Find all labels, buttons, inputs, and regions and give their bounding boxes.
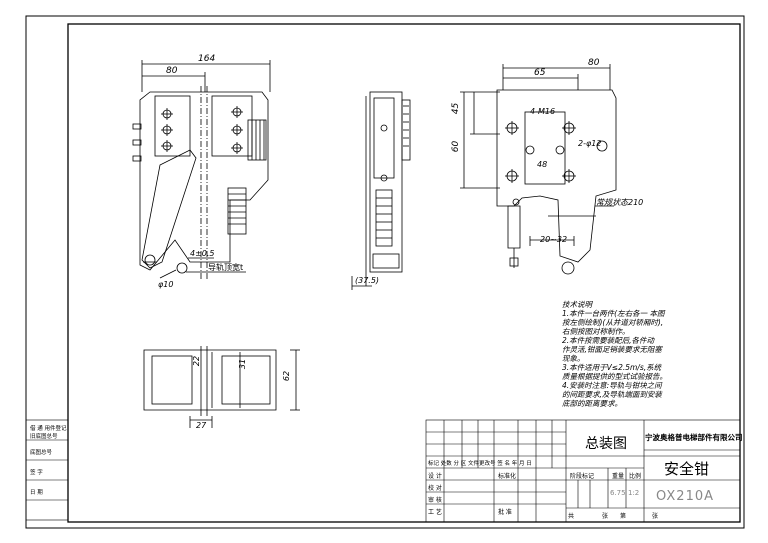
review-label: 审 核 [428,497,442,504]
note-line: 1.本件一台两件(左右各一 本图 [562,309,665,318]
note-line: 按左侧绘制)(从井道对轿厢时), [562,318,664,327]
note-line: 底部的距离要求。 [562,399,622,408]
company-name: 宁波奥格普电梯部件有限公司 [645,433,743,442]
dim-37-5: (37.5) [355,276,380,285]
sheet-label: 张 [652,513,659,520]
dim-80-left: 80 [166,66,178,76]
dim-164: 164 [198,54,216,64]
dim-4-tolerance: 4±0.5 [190,249,215,258]
check-label: 校 对 [428,485,442,492]
dim-65: 65 [534,68,546,78]
dim-45: 45 [451,102,462,115]
side-view [351,91,411,290]
total-label: 共 [568,513,575,520]
revision-header-row: 标记 处数 分 区 文件更改号 签 名 年 月 日 [428,461,532,467]
note-line: 作灵活,钳面足销装要求无阻塞 [562,345,662,354]
side-label-old-base: 旧底图总号 [30,434,58,440]
scale-value: 1:2 [628,489,640,497]
dim-4-m16: 4-M16 [530,107,556,116]
right-view [460,64,617,275]
front-view [132,60,271,280]
process-label: 工 艺 [428,509,442,516]
note-line: 3.本件适用于V≤2.5m/s,系统 [562,363,662,372]
note-line: 2.本件按需要装配后,各件动 [562,336,655,345]
technical-notes: 技术说明 1.本件一台两件(左右各一 本图 按左侧绘制)(从井道对轿厢时), 右… [562,300,694,408]
dim-60: 60 [451,140,462,153]
standardize-label: 标准化 [498,473,517,480]
dim-20-32: 20~32 [540,235,568,244]
side-label-borrowed: 借 通 用件登记 [30,426,67,432]
dim-31: 31 [238,358,248,370]
dim-2-phi12: 2-φ12 [578,139,602,148]
stage-mark-label: 阶段标记 [570,473,595,480]
note-line: 质量根据提供的型式试验报告。 [562,372,667,381]
side-label-base-no: 底图总号 [30,450,53,456]
dim-27: 27 [196,421,207,430]
dim-22: 22 [192,355,202,367]
side-label-signature: 签 字 [30,470,43,476]
note-line: 现象。 [562,354,585,363]
weight-label: 重量 [612,473,625,480]
note-line: 的间距要求,及导轨端面到安装 [562,390,662,399]
normal-state-label: 常规状态210 [596,198,644,207]
inner-border [67,23,741,523]
sheets-label: 张 [602,513,609,520]
approve-label: 批 准 [498,509,512,516]
dim-48: 48 [537,160,548,169]
scale-label: 比例 [629,473,642,480]
notes-title: 技术说明 [562,300,592,309]
note-line: 4.安装时注意:导轨与钳块之间 [562,381,662,390]
design-label: 设 计 [428,473,442,480]
outer-border [25,15,745,529]
dim-80-right: 80 [588,58,600,68]
sheet-no-label: 第 [620,513,627,520]
note-line: 右侧按图对称制作。 [562,327,630,336]
dim-guide-rail-width: 导轨顶宽t [208,263,244,272]
title-block [425,419,741,523]
top-view [143,346,300,428]
drawing-number: OX210A [656,489,715,504]
binding-table [25,419,69,521]
drawing-title: 总装图 [585,436,627,452]
side-label-date: 日 期 [30,490,43,496]
weight-value: 6.75 [610,489,626,497]
part-name: 安全钳 [664,460,710,478]
dim-62: 62 [282,370,292,382]
dim-phi10: φ10 [158,280,174,289]
